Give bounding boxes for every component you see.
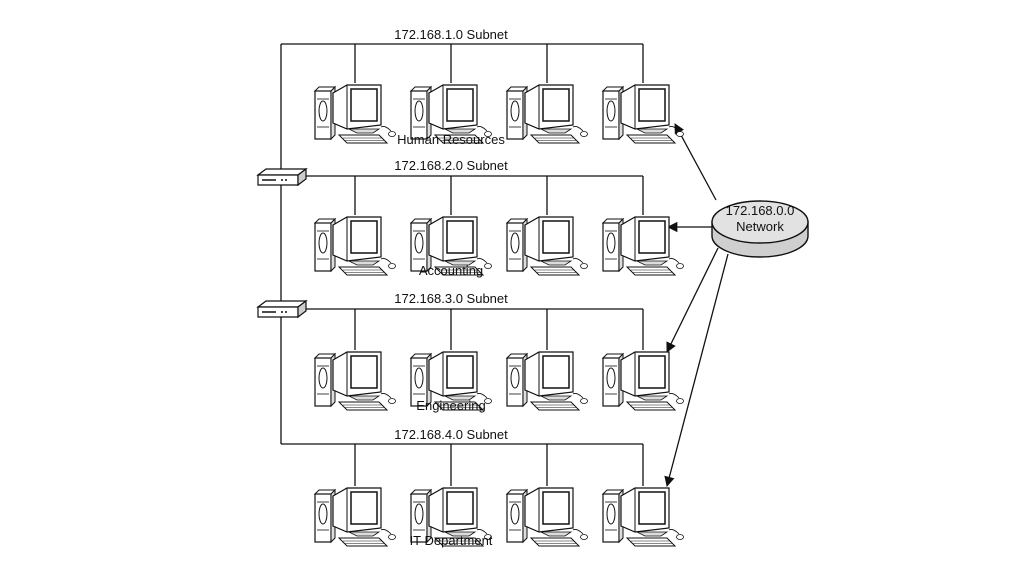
desktop-computer-icon — [314, 216, 397, 276]
desktop-computer-icon — [506, 351, 589, 411]
desktop-computer-icon — [602, 487, 685, 547]
subnet-1-label: 172.168.1.0 Subnet — [394, 27, 508, 42]
department-2-label: Accounting — [419, 263, 483, 278]
network-arrow-3 — [666, 247, 719, 353]
department-3-label: Engineering — [416, 398, 485, 413]
department-4-label: IT Department — [410, 533, 493, 548]
desktop-computer-icon — [314, 487, 397, 547]
subnet-3-label: 172.168.3.0 Subnet — [394, 291, 508, 306]
desktop-computer-icon — [314, 84, 397, 144]
network-cloud-icon: 172.168.0.0 Network — [711, 200, 809, 258]
subnet-4-label: 172.168.4.0 Subnet — [394, 427, 508, 442]
desktop-computer-icon — [602, 84, 685, 144]
department-1-label: Human Resources — [397, 132, 505, 147]
network-arrow-4 — [664, 253, 729, 488]
desktop-computer-icon — [506, 487, 589, 547]
subnet-2-label: 172.168.2.0 Subnet — [394, 158, 508, 173]
network-label-line1: 172.168.0.0 — [726, 203, 795, 218]
desktop-computer-icon — [602, 216, 685, 276]
desktop-computer-icon — [602, 351, 685, 411]
network-nodes — [257, 84, 685, 547]
router-icon — [257, 168, 307, 186]
desktop-computer-icon — [506, 216, 589, 276]
desktop-computer-icon — [506, 84, 589, 144]
network-label-line2: Network — [736, 219, 784, 234]
desktop-computer-icon — [314, 351, 397, 411]
router-icon — [257, 300, 307, 318]
